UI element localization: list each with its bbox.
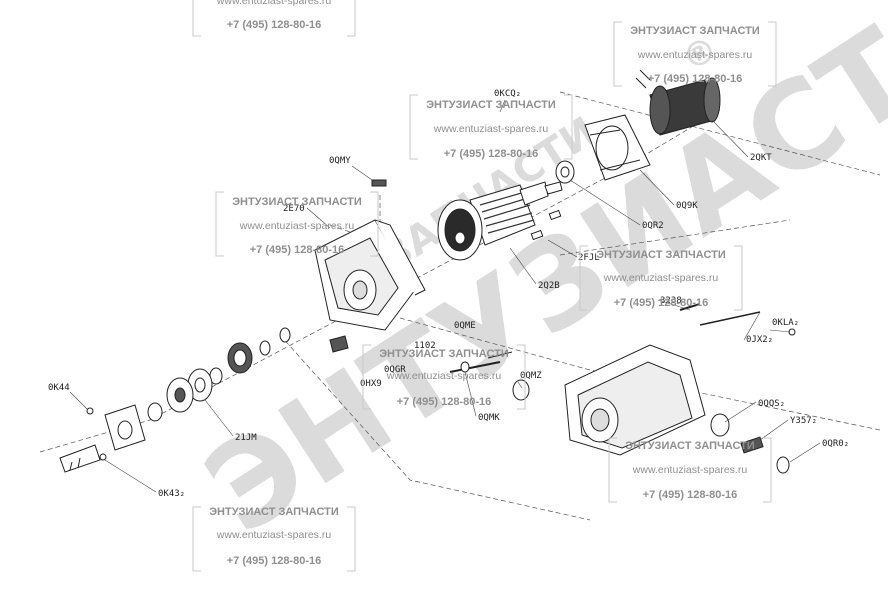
watermark-url: www.entuziast-spares.ru (632, 464, 748, 476)
label-2fjl: 2FJL (578, 253, 600, 263)
armature-part (437, 181, 563, 261)
watermark-phone: +7 (495) 128-80-16 (444, 148, 538, 160)
watermark-box: ЭНТУЗИАСТ ЗАПЧАСТИ www.entuziast-spares.… (579, 245, 743, 311)
watermark-url: www.entuziast-spares.ru (637, 49, 753, 61)
label-0kcq: 0KCQ₂ (494, 89, 521, 99)
leader-lines (69, 99, 821, 493)
label-y357: Y357₂ (790, 416, 817, 426)
watermark-box: ЭНТУЗИАСТ ЗАПЧАСТИ www.entuziast-spares.… (362, 344, 526, 410)
watermark-title: ЭНТУЗИАСТ ЗАПЧАСТИ (625, 440, 755, 452)
bearing-part (555, 160, 575, 184)
watermark-box: ЭНТУЗИАСТ ЗАПЧАСТИ www.entuziast-spares.… (613, 21, 777, 87)
watermark-phone: +7 (495) 128-80-16 (227, 555, 321, 567)
label-21jm: 21JM (235, 433, 257, 443)
big-watermark: ЭНТУЗИАСТ ЗАПЧАСТИ ® (183, 3, 888, 562)
label-0qqs: 0QQS₂ (758, 399, 785, 409)
label-0kla: 0KLA₂ (772, 318, 799, 328)
small-part-0qmy (371, 179, 387, 187)
label-0qmk: 0QMK (478, 413, 500, 423)
label-2qkt: 2QKT (750, 153, 772, 163)
label-0qr0: 0QR0₂ (822, 439, 849, 449)
part-labels: 0KCQ₂ 0QMY 2QKT 2E70 0Q9K 0QR2 2FJL 2Q2B… (48, 89, 849, 499)
gear-housing-part (314, 219, 426, 331)
watermark-title: ЭНТУЗИАСТ ЗАПЧАСТИ (209, 506, 339, 518)
watermark-box: ЭНТУЗИАСТ ЗАПЧАСТИ www.entuziast-spares.… (192, 0, 356, 37)
watermark-phone: +7 (495) 128-80-16 (397, 396, 491, 408)
watermark-phone: +7 (495) 128-80-16 (614, 297, 708, 309)
watermark-box: ЭНТУЗИАСТ ЗАПЧАСТИ www.entuziast-spares.… (192, 506, 356, 572)
label-0qmy: 0QMY (329, 156, 351, 166)
watermark-url: www.entuziast-spares.ru (386, 370, 502, 382)
label-0k43: 0K43₂ (158, 489, 185, 499)
watermark-title: ЭНТУЗИАСТ ЗАПЧАСТИ (379, 348, 509, 360)
watermark-url: www.entuziast-spares.ru (239, 220, 355, 232)
watermark-title: ЭНТУЗИАСТ ЗАПЧАСТИ (596, 249, 726, 261)
label-2e70: 2E70 (283, 204, 305, 214)
label-0qme: 0QME (454, 321, 476, 331)
label-1102: 1102 (414, 341, 436, 351)
label-0qr2: 0QR2 (642, 221, 664, 231)
label-0qmz: 0QMZ (520, 371, 542, 381)
stator-part (635, 69, 721, 136)
gear-stack-part (147, 327, 291, 422)
motor-housing-part (564, 344, 706, 456)
watermark-url: www.entuziast-spares.ru (216, 529, 332, 541)
big-watermark-main: ЭНТУЗИАСТ (183, 3, 888, 562)
front-plate-part (59, 404, 146, 473)
baffle-part (584, 114, 651, 181)
label-0q9k: 0Q9K (676, 201, 698, 211)
watermark-phone: +7 (495) 128-80-16 (227, 19, 321, 31)
watermark-title: ЭНТУЗИАСТ ЗАПЧАСТИ (232, 196, 362, 208)
watermark-title: ЭНТУЗИАСТ ЗАПЧАСТИ (426, 99, 556, 111)
label-0k44: 0K44 (48, 383, 70, 393)
label-0hx9: 0HX9 (360, 379, 382, 389)
watermark-url: www.entuziast-spares.ru (603, 272, 719, 284)
watermark-title: ЭНТУЗИАСТ ЗАПЧАСТИ (630, 25, 760, 37)
label-0qgr: 0QGR (384, 365, 406, 375)
watermark-phone: +7 (495) 128-80-16 (250, 244, 344, 256)
watermark-url: www.entuziast-spares.ru (433, 123, 549, 135)
watermark-box: ЭНТУЗИАСТ ЗАПЧАСТИ www.entuziast-spares.… (215, 191, 379, 257)
watermark-box: ЭНТУЗИАСТ ЗАПЧАСТИ www.entuziast-spares.… (608, 437, 772, 503)
watermark-box: ЭНТУЗИАСТ ЗАПЧАСТИ www.entuziast-spares.… (409, 94, 573, 160)
label-0jx2: 0JX2₂ (746, 335, 773, 345)
label-3238: 3238 (660, 296, 682, 306)
label-2q2b: 2Q2B (538, 281, 560, 291)
watermark-phone: +7 (495) 128-80-16 (643, 489, 737, 501)
watermark-url: www.entuziast-spares.ru (216, 0, 332, 7)
watermark-phone: +7 (495) 128-80-16 (648, 73, 742, 85)
brush-parts (530, 209, 562, 241)
